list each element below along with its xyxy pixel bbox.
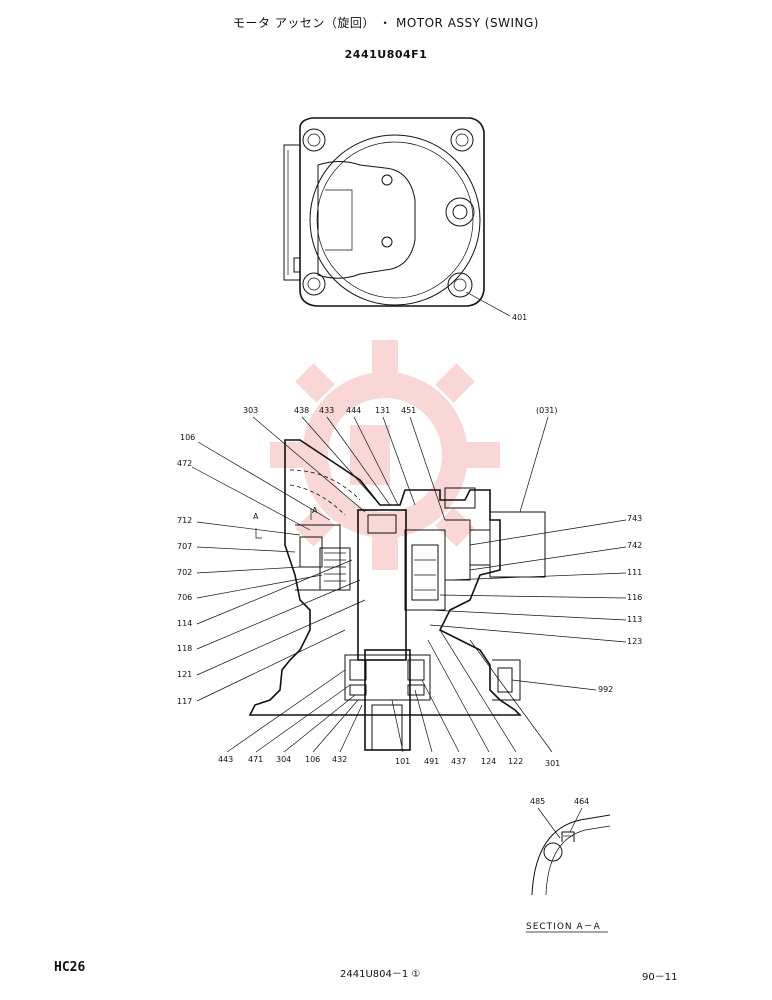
label-123: 123 xyxy=(627,637,642,646)
cut-marker-a-right: A xyxy=(312,506,318,515)
top-view xyxy=(283,117,511,317)
label-111: 111 xyxy=(627,568,642,577)
label-438: 438 xyxy=(294,406,309,415)
drawing-code: 2441U804F1 xyxy=(344,48,428,61)
label-118: 118 xyxy=(177,644,192,653)
label-304: 304 xyxy=(276,755,291,764)
label-743: 743 xyxy=(627,514,642,523)
label-712: 712 xyxy=(177,516,192,525)
label-707: 707 xyxy=(177,542,192,551)
model-code: HC26 xyxy=(54,960,86,975)
drawing-reference: 2441U804－1 ① xyxy=(340,969,421,980)
label-437: 437 xyxy=(451,757,466,766)
label-303: 303 xyxy=(243,406,258,415)
label-706: 706 xyxy=(177,593,192,602)
label-742: 742 xyxy=(627,541,642,550)
cut-marker-a-left: A xyxy=(253,512,259,521)
page-number: 90－11 xyxy=(642,972,678,983)
label-101: 101 xyxy=(395,757,410,766)
label-432: 432 xyxy=(332,755,347,764)
label-121: 121 xyxy=(177,670,192,679)
section-a-a-detail xyxy=(526,807,611,933)
section-view xyxy=(248,439,546,751)
label-117: 117 xyxy=(177,697,192,706)
label-131: 131 xyxy=(375,406,390,415)
section-a-a-title: SECTION A－A xyxy=(526,922,601,932)
label-301: 301 xyxy=(545,759,560,768)
label-471: 471 xyxy=(248,755,263,764)
label-433: 433 xyxy=(319,406,334,415)
label-106-upper: 106 xyxy=(180,433,195,442)
label-992: 992 xyxy=(598,685,613,694)
label-116: 116 xyxy=(627,593,642,602)
label-485: 485 xyxy=(530,797,545,806)
label-031: (031) xyxy=(536,406,558,415)
label-122: 122 xyxy=(508,757,523,766)
label-491: 491 xyxy=(424,757,439,766)
leader-lines xyxy=(191,416,627,753)
label-401: 401 xyxy=(512,313,527,322)
label-472: 472 xyxy=(177,459,192,468)
label-114: 114 xyxy=(177,619,192,628)
label-702: 702 xyxy=(177,568,192,577)
label-443: 443 xyxy=(218,755,233,764)
label-444: 444 xyxy=(346,406,361,415)
page-title: モータ アッセン（旋回） ・ MOTOR ASSY (SWING) xyxy=(233,16,539,30)
watermark-gear-logo xyxy=(270,340,500,570)
label-106-lower: 106 xyxy=(305,755,320,764)
label-113: 113 xyxy=(627,615,642,624)
label-451: 451 xyxy=(401,406,416,415)
label-464: 464 xyxy=(574,797,589,806)
label-124: 124 xyxy=(481,757,496,766)
